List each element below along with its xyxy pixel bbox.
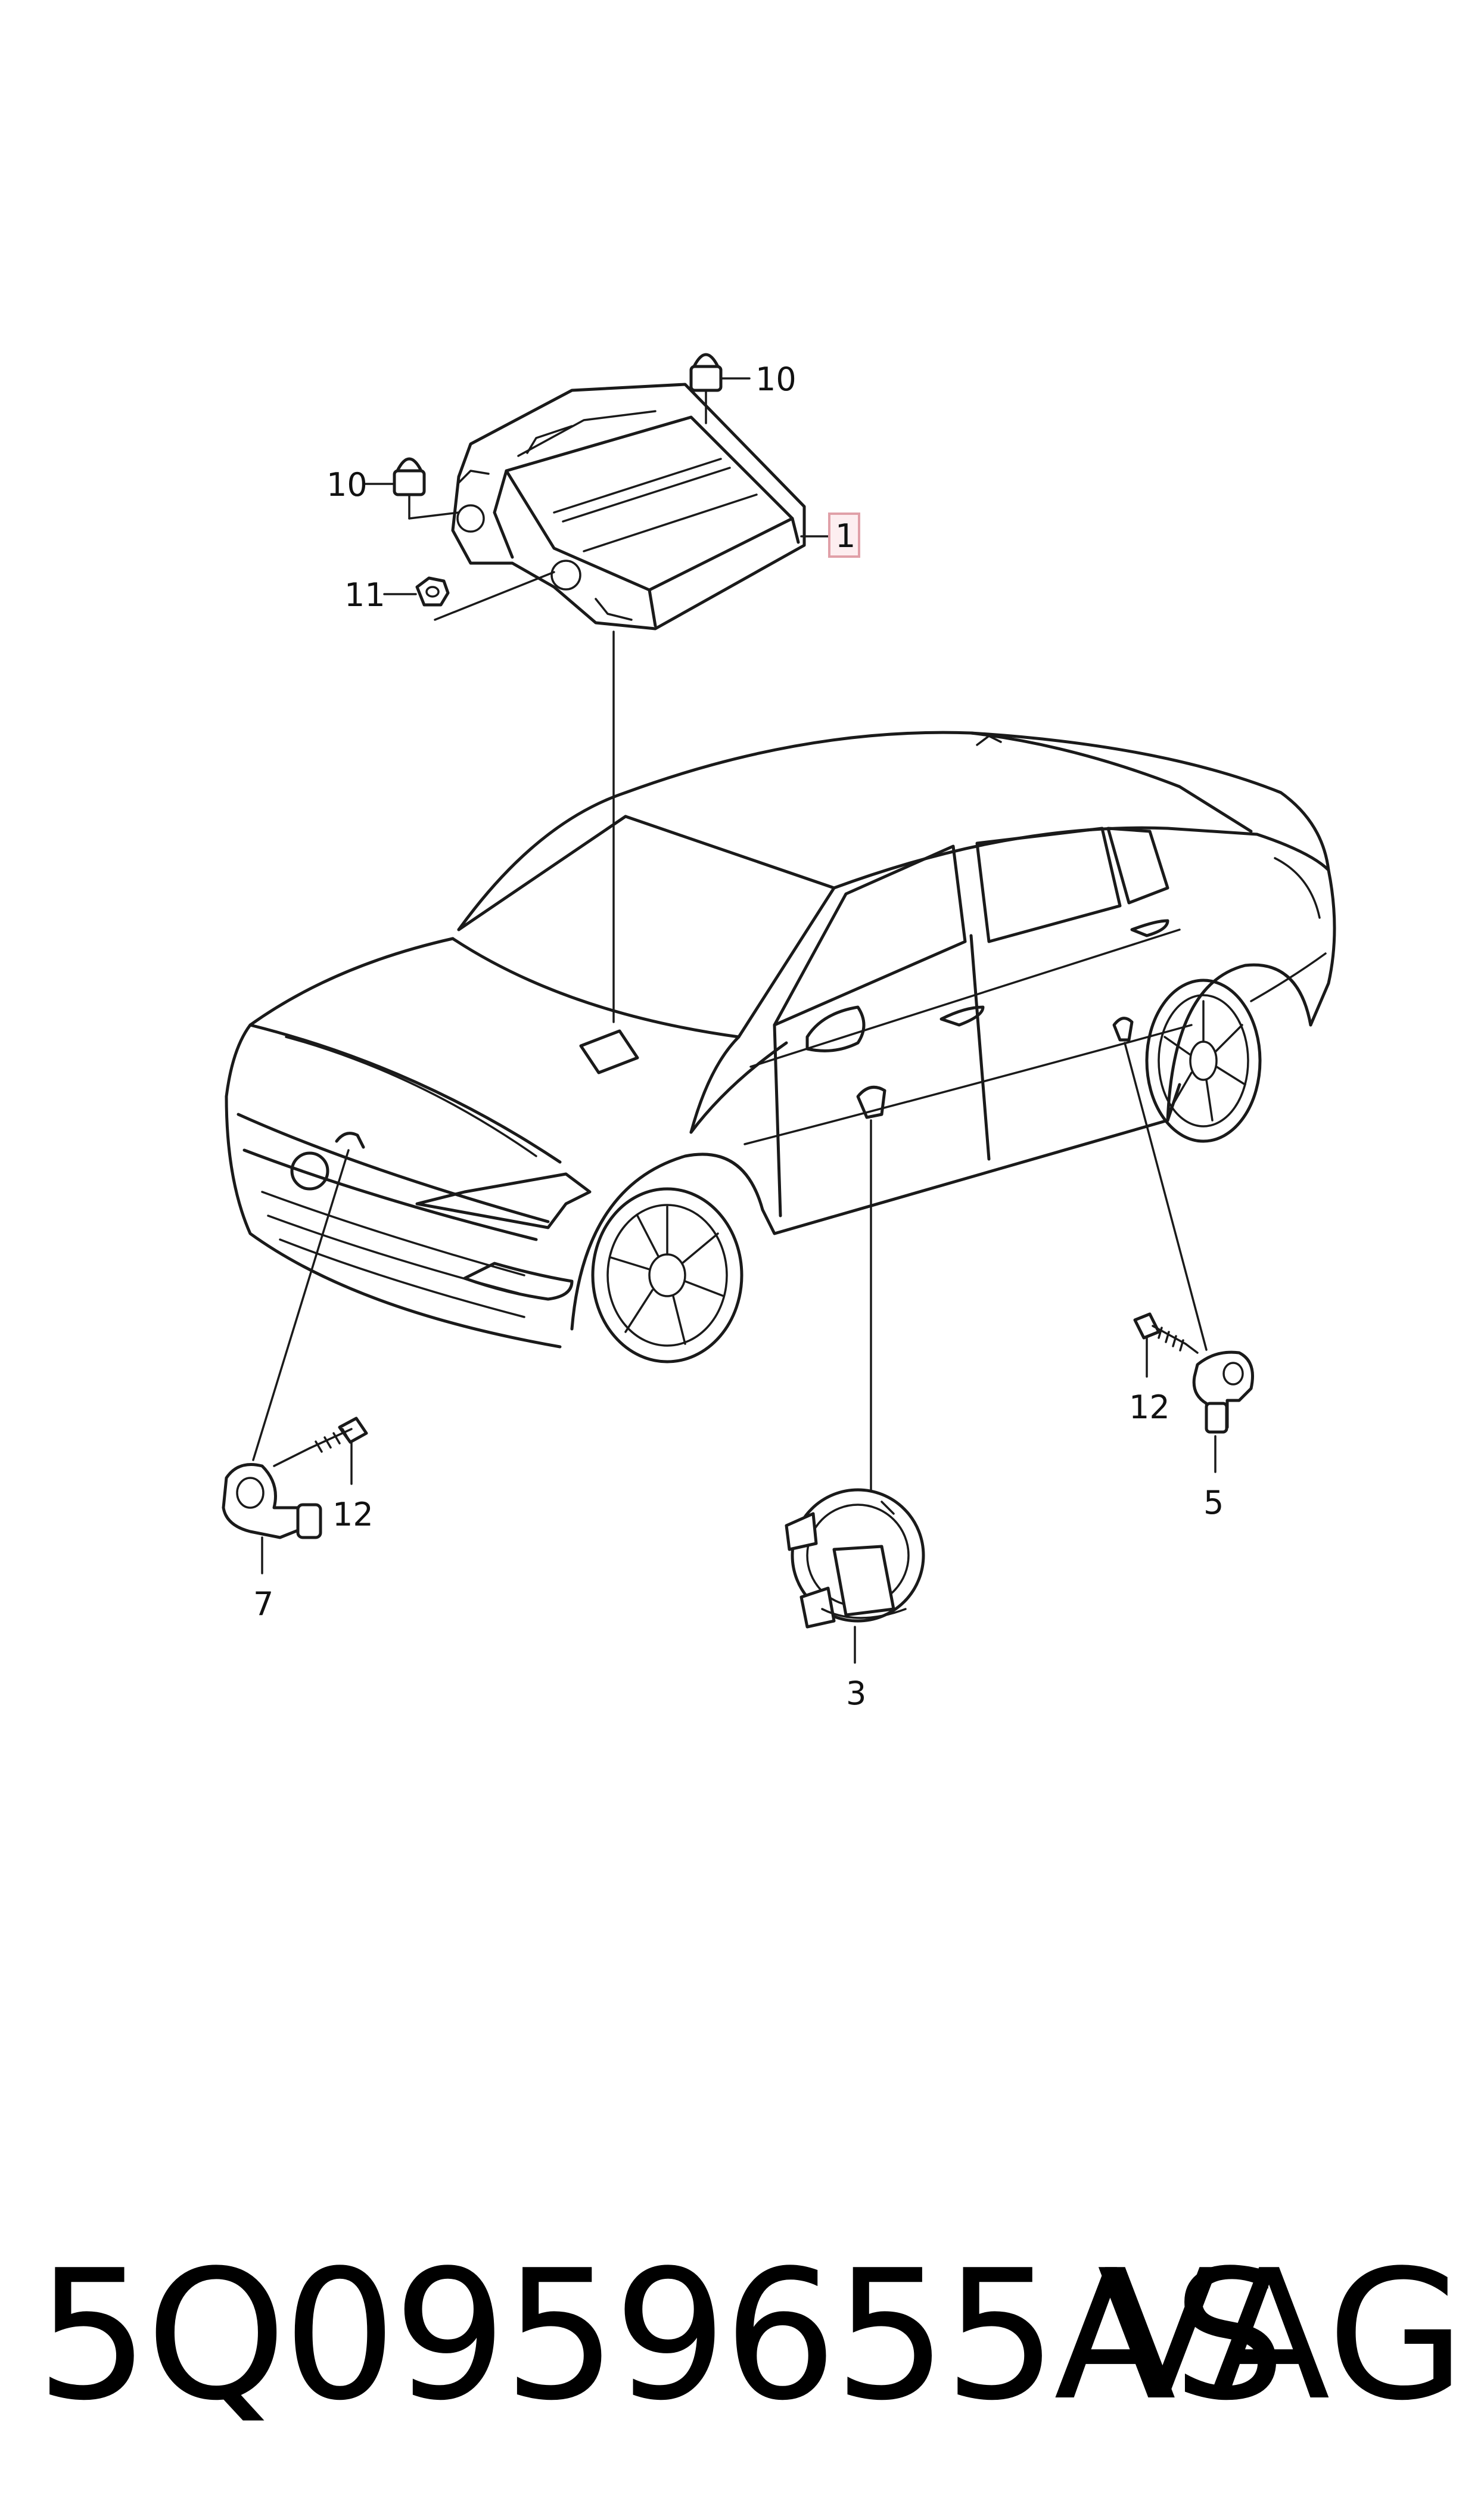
callout-label: 3 — [846, 1675, 866, 1712]
brand-name: VAG — [1097, 2232, 1466, 2440]
crash-sensor-left — [222, 1463, 322, 1574]
callout-label: 7 — [253, 1585, 273, 1623]
callout-label: 12 — [332, 1496, 374, 1533]
car-body — [225, 731, 1336, 1363]
highlight-box — [828, 513, 860, 558]
footer: 5Q0959655AS VAG — [36, 2241, 1466, 2431]
callout-label: 10 — [326, 466, 368, 504]
airbag-control-unit — [451, 383, 806, 630]
location-marker-icon — [579, 1029, 639, 1074]
crash-sensor-right — [1192, 1350, 1254, 1434]
leader-line — [1124, 1042, 1208, 1351]
clock-spring — [785, 1488, 925, 1629]
bolt-icon — [1133, 1312, 1199, 1354]
location-marker-icon — [335, 1132, 365, 1149]
part-number: 5Q0959655AS — [36, 2232, 1286, 2440]
location-marker-icon — [1112, 1017, 1134, 1042]
nut-icon — [689, 353, 723, 424]
callout-label: 5 — [1203, 1484, 1224, 1521]
callout-label-highlighted: 1 — [835, 517, 855, 555]
nut-icon — [393, 457, 460, 520]
callout-label: 11 — [344, 576, 385, 614]
bolt-icon — [273, 1417, 368, 1467]
flange-nut-icon — [415, 571, 555, 621]
leader-line — [252, 1149, 350, 1461]
callout-label: 10 — [755, 361, 797, 398]
callout-label: 12 — [1129, 1389, 1170, 1426]
location-marker-icon — [856, 1085, 886, 1119]
